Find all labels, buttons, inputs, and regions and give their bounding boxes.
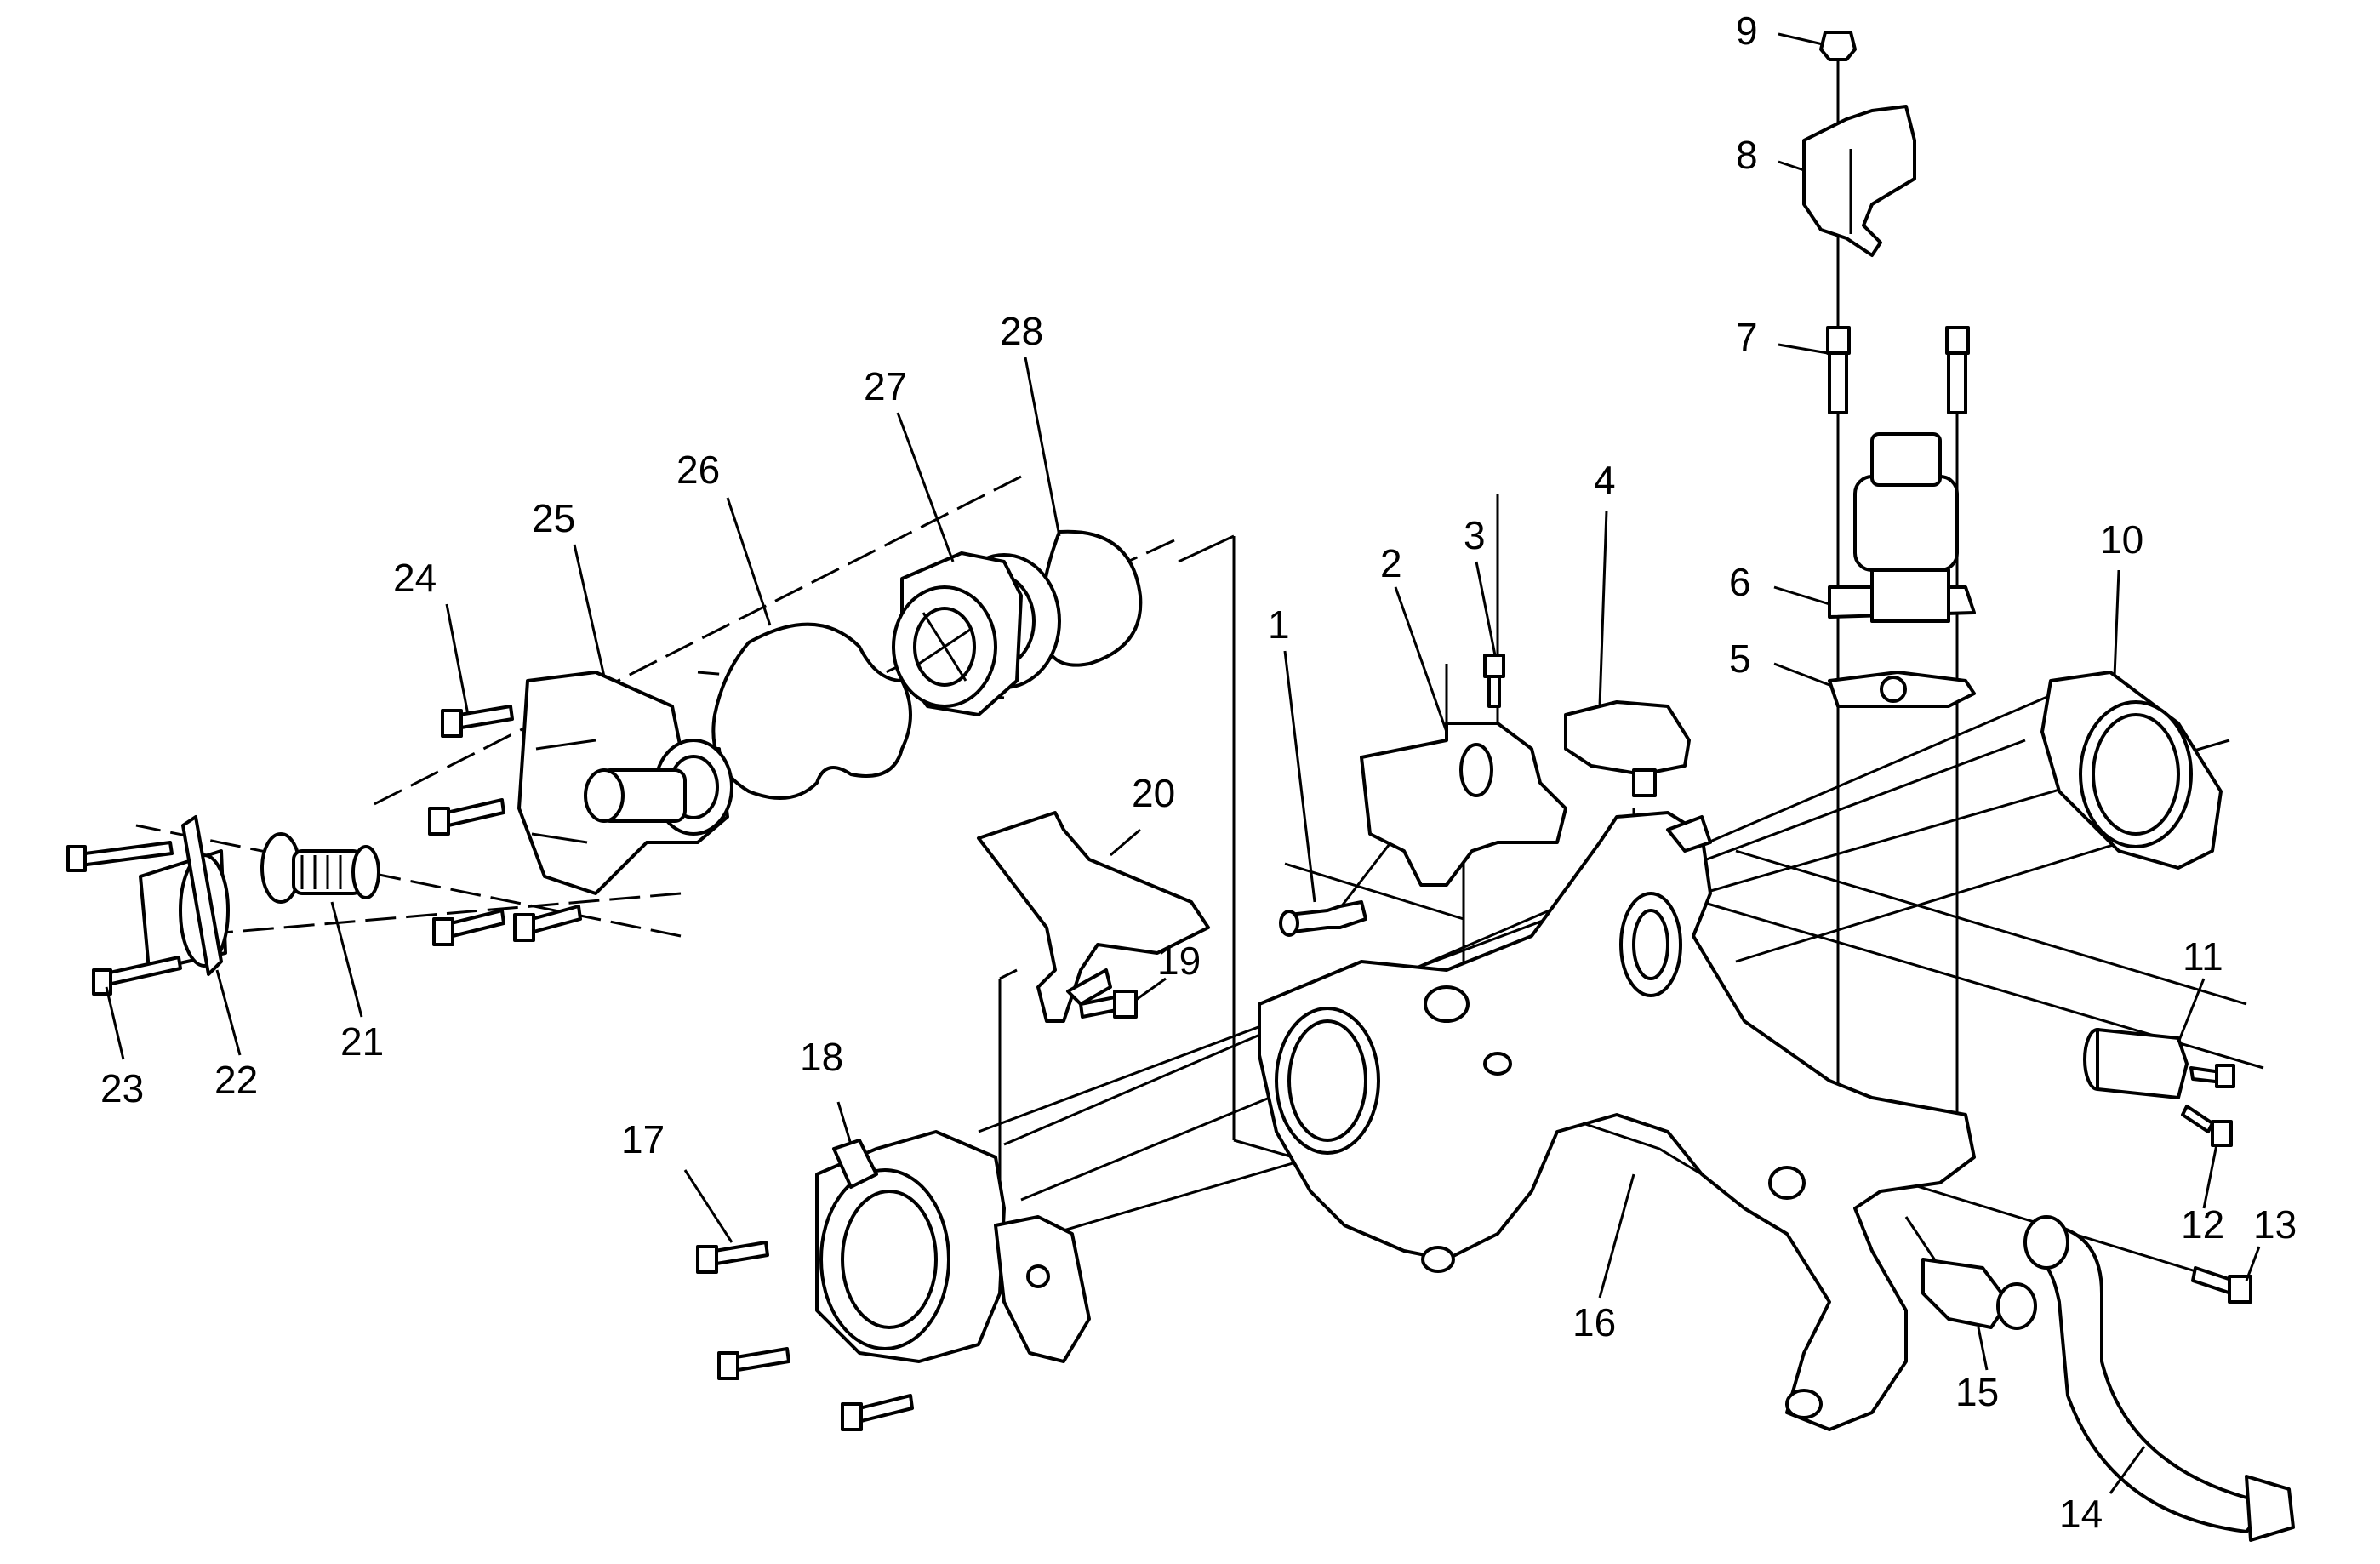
callout-28: 28 <box>1000 309 1043 353</box>
bolt-3 <box>1483 654 1505 708</box>
bolt-19 <box>1079 990 1138 1019</box>
callout-8: 8 <box>1736 133 1758 177</box>
map-sensor-4 <box>1564 700 1691 797</box>
callout-5: 5 <box>1729 636 1751 681</box>
callout-labels: 1 2 3 4 5 6 7 8 9 10 11 12 13 14 15 16 1… <box>100 9 2297 1536</box>
bracket-2 <box>1360 722 1567 887</box>
nut-9 <box>1819 31 1857 61</box>
bolt-13 <box>2191 1266 2252 1304</box>
callout-16: 16 <box>1572 1300 1616 1344</box>
callout-7: 7 <box>1736 315 1758 359</box>
bolt-12 <box>2181 1105 2233 1147</box>
callout-17: 17 <box>621 1117 665 1162</box>
callout-21: 21 <box>340 1019 384 1064</box>
throttle-body-18 <box>815 1130 1091 1363</box>
studs-7 <box>1826 326 1970 414</box>
callout-20: 20 <box>1132 771 1175 815</box>
callout-18: 18 <box>800 1035 843 1079</box>
callout-3: 3 <box>1464 513 1486 557</box>
callout-12: 12 <box>2181 1202 2224 1247</box>
callout-26: 26 <box>676 448 720 492</box>
sensor-1 <box>1279 900 1367 937</box>
callout-10: 10 <box>2100 517 2143 562</box>
gasket-5 <box>1828 671 1976 708</box>
gasket-26 <box>711 622 912 800</box>
callout-25: 25 <box>532 496 575 540</box>
bolt-set-thermostat <box>66 705 582 996</box>
fitting-15 <box>1921 1258 2037 1330</box>
intake-manifold-16 <box>1258 811 1976 1431</box>
callout-19: 19 <box>1157 939 1201 983</box>
callout-2: 2 <box>1380 541 1402 585</box>
bolts-17 <box>696 1241 914 1431</box>
thermostat-housing-25 <box>517 671 733 895</box>
water-pump-27 <box>892 551 1061 716</box>
callout-24: 24 <box>393 556 437 600</box>
callout-13: 13 <box>2253 1202 2297 1247</box>
outlet-pipe-and-gasket-22 <box>139 815 230 976</box>
callout-27: 27 <box>864 364 907 408</box>
callout-15: 15 <box>1955 1370 1999 1414</box>
leader-lines <box>105 32 2261 1494</box>
gasket-10 <box>2040 671 2223 870</box>
callout-14: 14 <box>2059 1492 2103 1536</box>
thermostat-21 <box>260 832 380 904</box>
pipe-14 <box>2023 1215 2295 1542</box>
callout-6: 6 <box>1729 560 1751 604</box>
bracket-20 <box>977 811 1210 1023</box>
callout-11: 11 <box>2183 934 2223 979</box>
assembly-axis-lines <box>135 34 2264 1294</box>
callout-4: 4 <box>1594 458 1616 502</box>
callout-22: 22 <box>214 1058 258 1102</box>
callout-9: 9 <box>1736 9 1758 53</box>
callout-1: 1 <box>1268 602 1290 647</box>
egr-valve-6 <box>1828 432 1976 623</box>
fitting-11 <box>2083 1028 2235 1099</box>
heat-shield-8 <box>1802 105 1916 257</box>
callout-23: 23 <box>100 1066 144 1110</box>
